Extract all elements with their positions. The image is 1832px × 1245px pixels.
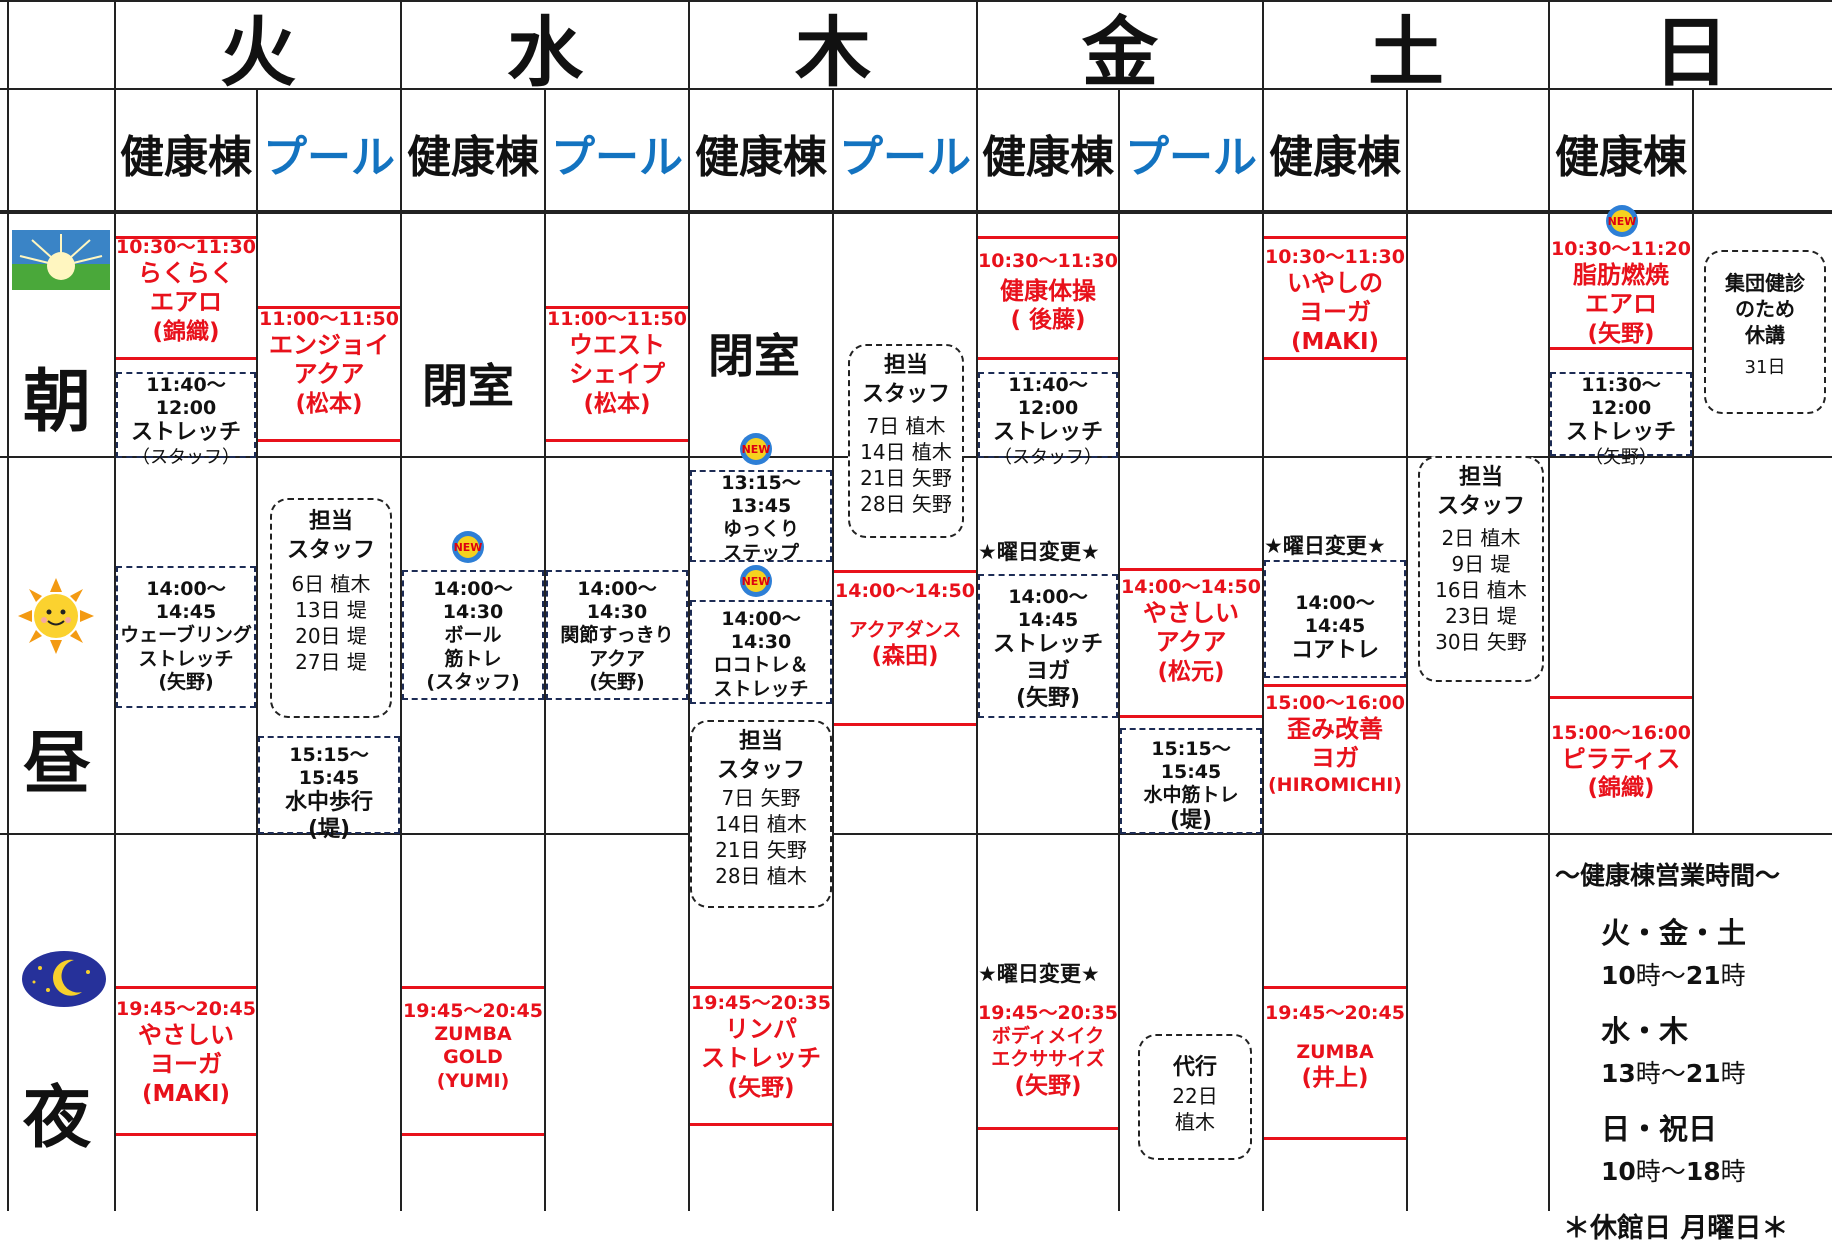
substitute-bubble: 代行 22日 植木 [1138,1034,1252,1160]
grid-line [1692,88,1694,833]
class-card: 10:30～11:30 健康体操 ( 後藤) [978,236,1118,360]
class-card: 10:30～11:30 いやしの ヨーガ (MAKI) [1264,236,1406,360]
grid-line [0,210,1832,214]
new-badge-icon: NEW [740,565,772,597]
closed-label: 閉室 [422,359,514,413]
grid-line [1548,0,1550,1211]
facility-header: 健康棟 [982,131,1114,183]
class-card: 14:00～14:50 アクアダンス (森田) [834,570,976,726]
class-card: 14:00～14:45 ウェーブリング ストレッチ (矢野) [116,566,256,708]
grid-line [688,0,690,1211]
facility-header: 健康棟 [120,131,252,183]
class-card: 19:45～20:35 ボディメイク エクササイズ (矢野) [978,990,1118,1130]
staff-bubble: 担当 スタッフ 7日 植木 14日 植木 21日 矢野 28日 矢野 [848,344,964,538]
grid-line [1118,88,1120,1211]
facility-header: 健康棟 [695,131,827,183]
class-card: 10:30～11:30 らくらく エアロ (錦織) [116,236,256,360]
svg-text:NEW: NEW [454,541,483,554]
day-header-sun: 日 [1653,8,1729,97]
class-card: 15:15～15:45 水中筋トレ (堤) [1120,728,1262,834]
class-card: 14:00～14:30 関節すっきり アクア (矢野) [546,570,688,700]
grid-line [0,88,1832,90]
day-change-note: ★曜日変更★ [1264,534,1386,558]
class-card: 14:00～14:30 ロコトレ＆ ストレッチ [690,600,832,704]
day-header-fri: 金 [1082,8,1158,97]
day-header-wed: 水 [507,8,583,97]
svg-text:NEW: NEW [742,575,771,588]
grid-line [1406,88,1408,1211]
class-card: 14:00～14:50 やさしい アクア (松元) [1120,568,1262,718]
class-card-staff: 11:40～12:00 ストレッチ （スタッフ） [116,372,256,468]
facility-header-pool: プール [839,131,971,183]
class-card: 13:15～13:45 ゆっくり ステップ [690,470,832,564]
class-card: 19:45～20:45 やさしい ヨーガ (MAKI) [116,986,256,1136]
facility-header: 健康棟 [1555,131,1687,183]
class-card: 14:00～14:30 ボール 筋トレ (スタッフ) [402,570,544,700]
class-card: 11:00～11:50 ウエスト シェイプ (松本) [546,306,688,442]
class-card-staff: 11:40～12:00 ストレッチ （スタッフ） [978,372,1118,468]
grid-line [0,833,1832,835]
class-card: 15:15～ 15:45 水中歩行 (堤) [258,736,400,842]
closed-day-note: ＊休館日 月曜日＊ [1563,1213,1789,1244]
grid-line [0,0,1832,2]
class-card: 14:00～14:45 ストレッチ ヨガ (矢野) [978,574,1118,718]
new-badge-icon: NEW [1606,205,1638,237]
new-badge-icon: NEW [452,531,484,563]
day-change-note: ★曜日変更★ [978,962,1100,986]
class-card: 19:45～20:35 リンパ ストレッチ (矢野) [690,986,832,1126]
grid-line [114,0,116,1211]
facility-header: 健康棟 [1269,131,1401,183]
period-noon: 昼 [22,724,91,804]
svg-text:NEW: NEW [1608,215,1637,228]
facility-header-pool: プール [263,131,395,183]
grid-line [976,0,978,1211]
class-card: 10:30～11:20 脂肪燃焼 エアロ (矢野) [1550,238,1692,350]
notice-bubble: 集団健診 のため 休講 31日 [1704,250,1826,414]
grid-line [400,0,402,1211]
day-header-sat: 土 [1368,8,1444,97]
grid-line [256,88,258,1211]
grid-line [832,88,834,1211]
facility-header: 健康棟 [407,131,539,183]
operating-hours-panel: ～健康棟営業時間～ 火・金・土 10時～21時 水・木 13時～21時 日・祝日… [1553,856,1832,1245]
class-card: 15:00～16:00 ピラティス (錦織) [1550,696,1692,824]
class-card: 14:00～14:45 コアトレ [1264,560,1406,678]
facility-header-pool: プール [551,131,683,183]
grid-line [544,88,546,1211]
grid-line [7,0,9,1211]
moon-icon [22,951,106,1007]
staff-bubble: 担当 スタッフ 6日 植木 13日 堤 20日 堤 27日 堤 [270,498,392,718]
grid-line [1262,0,1264,1211]
hours-title: ～健康棟営業時間～ [1555,861,1781,890]
period-night: 夜 [22,1078,91,1158]
day-change-note: ★曜日変更★ [978,540,1100,564]
svg-text:NEW: NEW [742,443,771,456]
class-card: 15:00～16:00 歪み改善 ヨガ (HIROMICHI) [1264,684,1406,824]
day-header-tue: 火 [220,8,296,97]
closed-label: 閉室 [708,329,800,383]
sun-icon [18,578,94,654]
sunrise-icon [12,230,110,290]
class-card: 19:45～20:45 ZUMBA GOLD (YUMI) [402,986,544,1136]
staff-bubble: 担当 スタッフ 7日 矢野 14日 植木 21日 矢野 28日 植木 [690,720,832,908]
class-card: 19:45～20:45 ZUMBA (井上) [1264,986,1406,1140]
staff-bubble: 担当 スタッフ 2日 植木 9日 堤 16日 植木 23日 堤 30日 矢野 [1418,456,1544,682]
day-header-thu: 木 [795,8,871,97]
class-card-staff: 11:30～12:00 ストレッチ （矢野） [1550,372,1692,468]
facility-header-pool: プール [1125,131,1257,183]
period-morning: 朝 [22,362,91,442]
class-card: 11:00～11:50 エンジョイ アクア (松本) [258,306,400,442]
new-badge-icon: NEW [740,433,772,465]
